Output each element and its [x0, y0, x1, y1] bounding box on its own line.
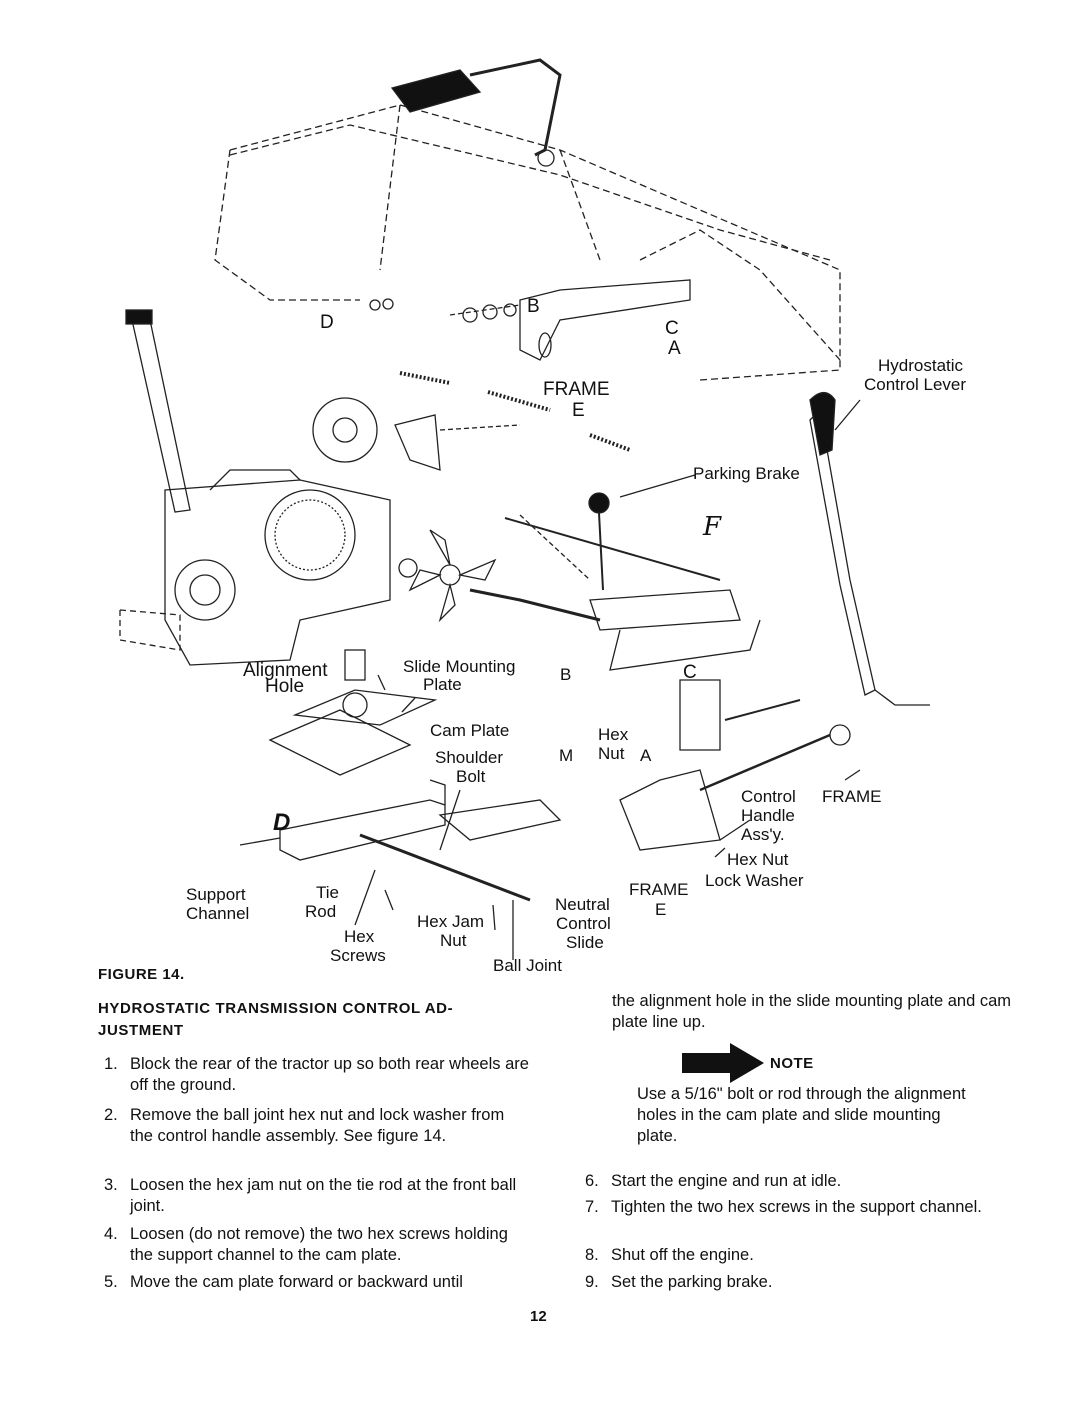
label-rod: Rod	[305, 902, 337, 921]
label-hex-nut: Hex Nut	[727, 850, 789, 869]
section-heading: HYDROSTATIC TRANSMISSION CONTROL AD- JUS…	[98, 998, 558, 1042]
label-a-top: A	[668, 338, 681, 359]
label-bolt: Bolt	[456, 767, 486, 786]
step-text: Move the cam plate forward or backward u…	[130, 1273, 463, 1291]
label-cam-plate: Cam Plate	[430, 721, 510, 740]
step-1: 1. Block the rear of the tractor up so b…	[104, 1054, 529, 1096]
label-ball-joint: Ball Joint	[493, 956, 562, 975]
step-text: Set the parking brake.	[611, 1273, 773, 1291]
fill-tube	[131, 319, 191, 513]
note-header: NOTE	[682, 1043, 814, 1083]
parking-brake-knob	[588, 492, 610, 514]
label-e-top: E	[572, 400, 585, 421]
label-control: Control	[741, 787, 796, 806]
label-hydrostatic: Hydrostatic	[878, 356, 964, 375]
label-c-mid: C	[683, 662, 697, 683]
step-text: Loosen (do not remove) the two hex screw…	[130, 1225, 508, 1264]
label-support: Support	[186, 885, 246, 904]
support-channel	[279, 799, 446, 861]
label-jam-nut: Nut	[440, 931, 467, 950]
step-5: 5. Move the cam plate forward or backwar…	[104, 1272, 534, 1293]
label-slide-mounting: Slide Mounting	[403, 657, 516, 676]
label-screws: Screws	[330, 946, 386, 965]
label-m: M	[559, 746, 574, 765]
label-hex: Hex	[598, 725, 629, 744]
step-6: 6. Start the engine and run at idle.	[585, 1171, 1015, 1192]
step-number: 2.	[104, 1106, 118, 1124]
label-control-lever: Control Lever	[864, 375, 967, 394]
label-e-bottom: E	[655, 900, 667, 919]
hydrostatic-control-lever	[809, 408, 876, 696]
label-b-mid: B	[560, 665, 572, 684]
step-number: 8.	[585, 1246, 599, 1264]
label-control-slide-control: Control	[556, 914, 611, 933]
cam-plate	[268, 709, 412, 776]
label-lock-washer: Lock Washer	[705, 871, 804, 890]
label-channel: Channel	[186, 904, 250, 923]
label-assy: Ass'y.	[741, 825, 785, 844]
step-number: 3.	[104, 1176, 118, 1194]
label-parking-brake: Parking Brake	[693, 464, 800, 483]
step-number: 5.	[104, 1273, 118, 1291]
label-nut: Nut	[598, 744, 625, 763]
label-frame-bottom: FRAME	[629, 880, 689, 899]
label-frame-top: FRAME	[543, 379, 610, 400]
step-text: Remove the ball joint hex nut and lock w…	[130, 1106, 505, 1145]
label-hex-screws-hex: Hex	[344, 927, 375, 946]
cooling-fan	[439, 564, 461, 586]
step-number: 4.	[104, 1225, 118, 1243]
hydrostatic-transmission-diagram	[119, 58, 930, 960]
note-text: Use a 5/16" bolt or rod through the alig…	[637, 1085, 966, 1145]
step-2: 2. Remove the ball joint hex nut and loc…	[104, 1105, 529, 1147]
step-text: Shut off the engine.	[611, 1246, 754, 1264]
figure-caption: FIGURE 14.	[98, 966, 185, 983]
label-d-bottom: D	[273, 809, 291, 836]
step-number: 1.	[104, 1055, 118, 1073]
slide-mounting-plate	[292, 689, 438, 726]
note-label: NOTE	[770, 1054, 814, 1072]
label-hex-jam: Hex Jam	[417, 912, 485, 931]
tie-rod	[359, 833, 531, 902]
label-plate: Plate	[423, 675, 462, 694]
step-3: 3. Loosen the hex jam nut on the tie rod…	[104, 1175, 529, 1217]
label-neutral: Neutral	[555, 895, 610, 914]
label-c-top: C	[665, 318, 679, 339]
step-text: Loosen the hex jam nut on the tie rod at…	[130, 1176, 517, 1215]
step-4: 4. Loosen (do not remove) the two hex sc…	[104, 1224, 529, 1266]
label-a-mid: A	[640, 746, 652, 765]
arrow-right-icon	[682, 1043, 764, 1083]
continuation-text: the alignment hole in the slide mounting…	[612, 992, 1012, 1031]
label-hole: Hole	[265, 676, 305, 697]
step-number: 6.	[585, 1172, 599, 1190]
step-text: Start the engine and run at idle.	[611, 1172, 842, 1190]
section-heading-line2: JUSTMENT	[98, 1022, 184, 1039]
page-number: 12	[530, 1308, 547, 1325]
step-7: 7. Tighten the two hex screws in the sup…	[585, 1197, 1015, 1218]
label-slide: Slide	[566, 933, 604, 952]
label-tie: Tie	[316, 883, 339, 902]
step-number: 7.	[585, 1198, 599, 1216]
transmission	[164, 479, 391, 666]
step-9: 9. Set the parking brake.	[585, 1272, 1015, 1293]
label-frame-right: FRAME	[822, 787, 882, 806]
step-text: Tighten the two hex screws in the suppor…	[611, 1198, 982, 1216]
label-alignment: Alignment	[243, 660, 328, 681]
label-d-top: D	[320, 312, 334, 333]
label-shoulder: Shoulder	[435, 748, 504, 767]
label-b-top: B	[527, 296, 540, 317]
step-8: 8. Shut off the engine.	[585, 1245, 1015, 1266]
control-pedal	[390, 69, 482, 113]
step-text: Block the rear of the tractor up so both…	[130, 1055, 529, 1094]
tractor-body-outline	[214, 104, 841, 381]
step-number: 9.	[585, 1273, 599, 1291]
section-heading-line1: HYDROSTATIC TRANSMISSION CONTROL AD-	[98, 1000, 454, 1017]
label-handle: Handle	[741, 806, 795, 825]
pulley	[312, 397, 378, 463]
label-f-right: F	[703, 512, 722, 542]
